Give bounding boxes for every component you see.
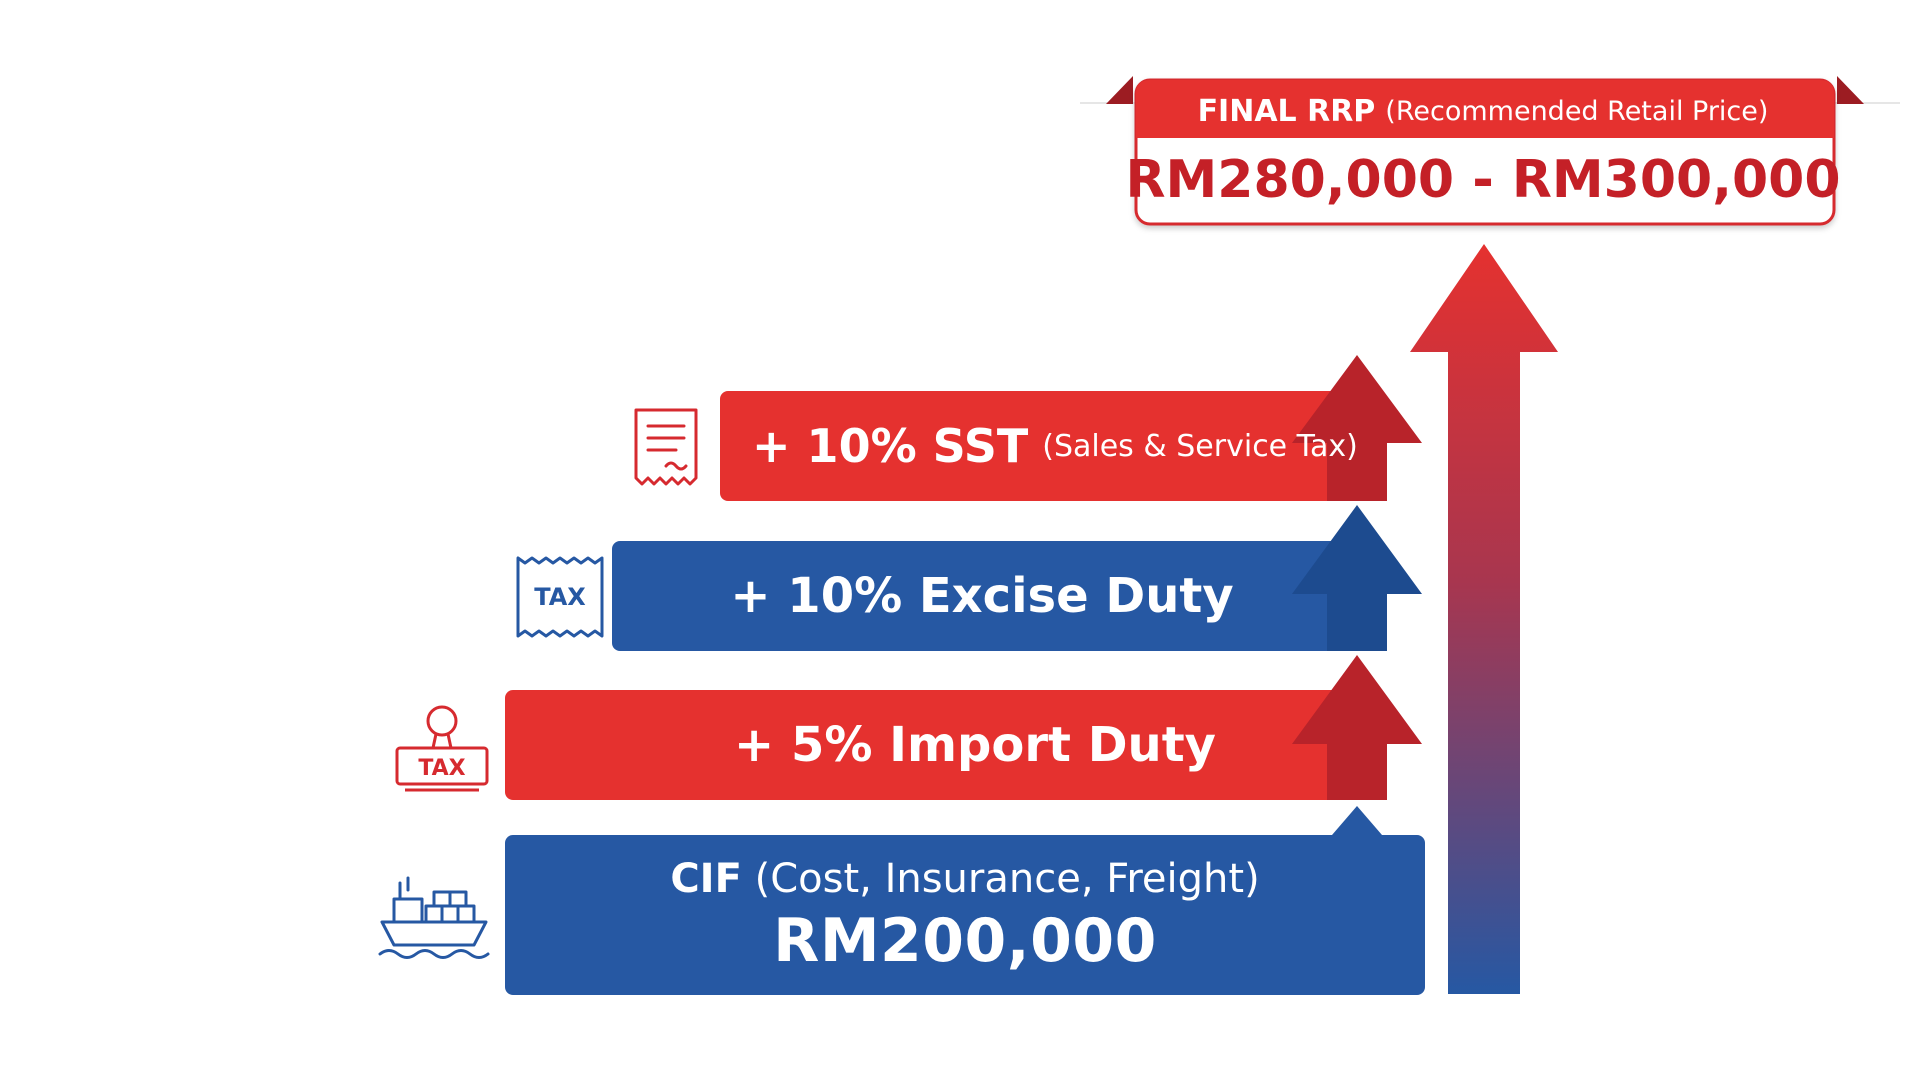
cif-title: CIF (Cost, Insurance, Freight) (670, 853, 1259, 905)
final-rrp-value: RM280,000 - RM300,000 (1125, 150, 1841, 210)
cif-bar-notch (1332, 806, 1382, 835)
receipt-icon (634, 408, 698, 486)
excise-duty-bar (612, 541, 1385, 651)
sst-bar-arrow (1292, 355, 1422, 501)
final-rrp-label-rest: (Recommended Retail Price) (1385, 95, 1769, 127)
cif-bar (505, 835, 1425, 995)
tax-ticket-icon-label: TAX (534, 583, 586, 611)
cargo-ship-icon (378, 876, 490, 959)
tax-stamp-icon (395, 705, 489, 792)
cif-value: RM200,000 (773, 906, 1157, 976)
final-rrp-label: FINAL RRP (Recommended Retail Price) (1138, 84, 1828, 138)
import-duty-bar (505, 690, 1385, 800)
cif-title-bold: CIF (670, 856, 742, 902)
banner-fold-left (1106, 76, 1133, 104)
tax-ticket-icon (516, 556, 604, 638)
import-duty-bar-arrow (1292, 655, 1422, 800)
import-duty-label: + 5% Import Duty (734, 717, 1216, 773)
final-rrp-label-bold: FINAL RRP (1197, 93, 1376, 129)
sst-label-rest: (Sales & Service Tax) (1042, 428, 1358, 464)
final-rrp-header-band (1136, 80, 1834, 138)
tax-stamp-icon-label: TAX (418, 756, 465, 781)
cif-label: CIF (Cost, Insurance, Freight) RM200,000 (505, 835, 1425, 995)
sst-label-bold: + 10% SST (752, 419, 1029, 473)
excise-duty-label: + 10% Excise Duty (730, 568, 1234, 624)
total-increase-arrow (1410, 244, 1558, 994)
cif-title-rest: (Cost, Insurance, Freight) (754, 856, 1260, 902)
sst-bar (720, 391, 1385, 501)
sst-label: + 10% SST (Sales & Service Tax) (720, 391, 1390, 501)
excise-duty-bar-arrow (1292, 505, 1422, 651)
banner-fold-right (1837, 76, 1864, 104)
